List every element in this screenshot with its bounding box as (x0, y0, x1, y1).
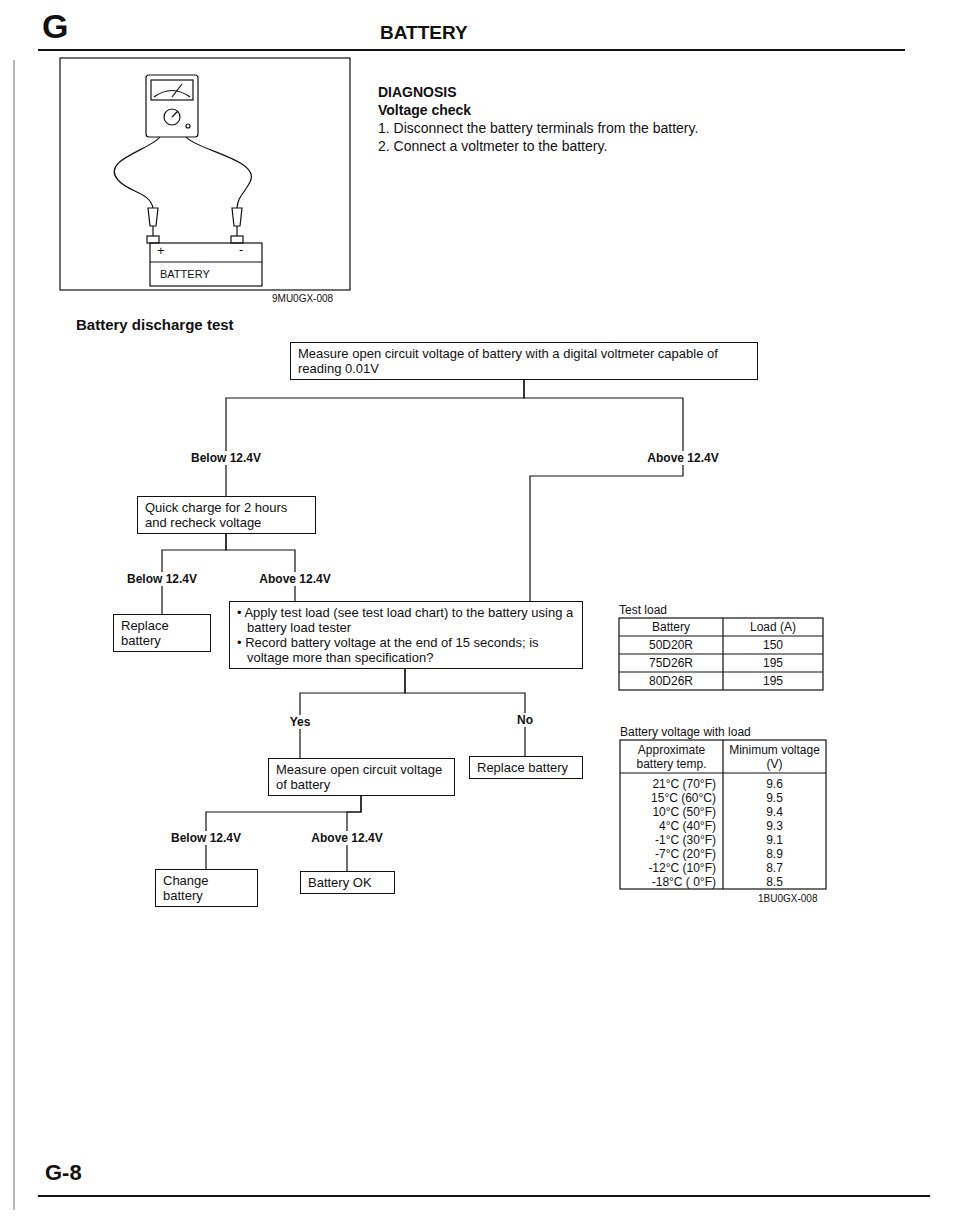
table-cell: 15°C (60°C) (622, 791, 716, 805)
process-box: Change battery (155, 869, 258, 907)
step-text: 2. Connect a voltmeter to the battery. (378, 138, 898, 155)
section-letter: G (42, 6, 68, 47)
table-cell: 150 (723, 638, 823, 652)
table-cell: 8.7 (723, 861, 826, 875)
table-cell: 8.9 (723, 847, 826, 861)
flow-line (524, 380, 683, 601)
box-text: Change battery (163, 873, 250, 903)
box-text: Replace battery (477, 760, 575, 775)
section-heading: Battery discharge test (76, 316, 234, 334)
box-text: Battery OK (308, 875, 387, 890)
process-box: Measure open circuit voltage of battery (268, 758, 455, 796)
table-cell: -18°C ( 0°F) (622, 875, 716, 889)
table-cell: Load (A) (723, 620, 823, 634)
box-text: Measure open circuit voltage of battery (276, 762, 447, 792)
process-box: Measure open circuit voltage of battery … (290, 342, 758, 380)
flow-line (226, 380, 524, 496)
table-cell: -1°C (30°F) (622, 833, 716, 847)
page-title: BATTERY (380, 22, 468, 45)
table-cell: Approximate battery temp. (622, 743, 721, 771)
step-text: 1. Disconnect the battery terminals from… (378, 120, 898, 137)
branch-label: No (515, 713, 535, 727)
branch-label: Above 12.4V (645, 451, 720, 465)
process-box: Replace battery (469, 756, 583, 779)
page-number: G-8 (45, 1160, 82, 1186)
table-cell: 75D26R (619, 656, 723, 670)
branch-label: Below 12.4V (169, 831, 243, 845)
branch-label: Yes (288, 715, 313, 729)
box-text: Measure open circuit voltage of battery … (298, 346, 750, 376)
branch-label: Above 12.4V (257, 572, 332, 586)
subheading: Voltage check (378, 102, 471, 119)
table-cell: Minimum voltage (V) (725, 743, 824, 771)
table-cell: 9.5 (723, 791, 826, 805)
box-text: Quick charge for 2 hours and recheck vol… (145, 500, 308, 530)
table-cell: 10°C (50°F) (622, 805, 716, 819)
table-cell: 4°C (40°F) (622, 819, 716, 833)
table-cell: 80D26R (619, 674, 723, 688)
table-cell: 9.4 (723, 805, 826, 819)
process-box: • Apply test load (see test load chart) … (229, 601, 583, 669)
flow-line (405, 669, 525, 756)
table-title: Battery voltage with load (620, 725, 751, 739)
table-cell: 9.3 (723, 819, 826, 833)
table-cell: 9.1 (723, 833, 826, 847)
process-box: Replace battery (113, 614, 211, 652)
table-cell: 195 (723, 674, 823, 688)
voltmeter-illustration (60, 58, 350, 290)
branch-label: Below 12.4V (125, 572, 199, 586)
box-text: • Apply test load (see test load chart) … (237, 605, 575, 635)
branch-label: Below 12.4V (189, 451, 263, 465)
table-cell: Battery (619, 620, 723, 634)
table-cell: 50D20R (619, 638, 723, 652)
terminal-sign: - (239, 242, 243, 258)
heading: DIAGNOSIS (378, 84, 457, 101)
table-title: Test load (619, 603, 667, 617)
flow-line (226, 534, 295, 601)
table-cell: 195 (723, 656, 823, 670)
table-cell: 21°C (70°F) (622, 777, 716, 791)
terminal-sign: + (157, 243, 165, 259)
rules (14, 50, 930, 1210)
flow-line (300, 669, 405, 758)
table-cell: -7°C (20°F) (622, 847, 716, 861)
box-text: Replace battery (121, 618, 203, 648)
battery-label: BATTERY (160, 267, 210, 281)
branch-label: Above 12.4V (309, 831, 384, 845)
table-cell: 8.5 (723, 875, 826, 889)
table-cell: 9.6 (723, 777, 826, 791)
process-box: Battery OK (300, 871, 395, 894)
process-box: Quick charge for 2 hours and recheck vol… (137, 496, 316, 534)
table-cell: -12°C (10°F) (622, 861, 716, 875)
figure-code: 1BU0GX-008 (758, 892, 817, 906)
box-text: • Record battery voltage at the end of 1… (237, 635, 575, 665)
figure-code: 9MU0GX-008 (272, 292, 333, 306)
table-grid (619, 618, 826, 889)
